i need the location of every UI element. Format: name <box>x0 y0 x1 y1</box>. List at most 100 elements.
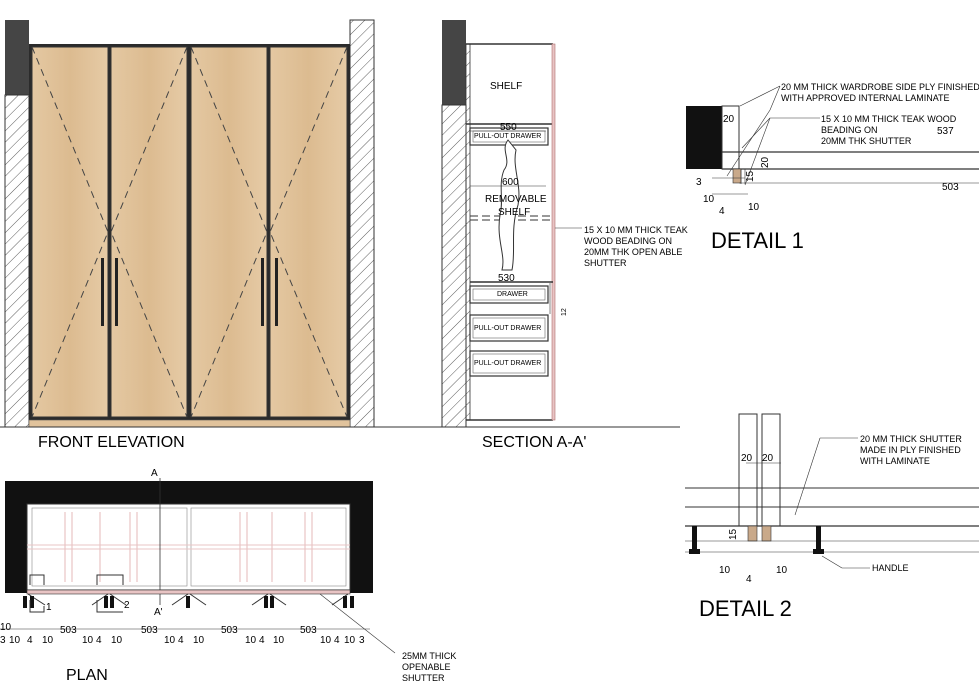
dim-600: 600 <box>502 177 519 188</box>
plan-dim: 10 <box>344 635 356 646</box>
plan-dim: 10 <box>0 622 12 633</box>
detail2-note-a2: MADE IN PLY FINISHED <box>860 445 961 455</box>
detail1-note-b3: 20MM THK SHUTTER <box>821 136 912 146</box>
shelf-label-2: SHELF <box>498 207 530 218</box>
handle <box>115 258 118 326</box>
handle <box>261 258 264 326</box>
pullout-drawer-label-3: PULL-OUT DRAWER <box>474 360 541 367</box>
detail2-dim-20b: 20 <box>762 453 774 464</box>
plan-dim: 10 <box>245 635 257 646</box>
plan-dim: 503 <box>141 625 158 636</box>
detail1-dim-20b: 20 <box>760 156 771 168</box>
handle <box>275 258 278 326</box>
plan-dim: 503 <box>221 625 238 636</box>
detail1-note-a2: WITH APPROVED INTERNAL LAMINATE <box>781 93 950 103</box>
plan-note-1: 25MM THICK <box>402 651 456 661</box>
plan-note-3: SHUTTER <box>402 673 445 683</box>
handle-label: HANDLE <box>872 563 909 573</box>
detail2-dim-15: 15 <box>728 528 739 540</box>
section-wall-cap <box>442 20 466 105</box>
front-elevation <box>4 19 375 428</box>
section-shutter <box>551 43 556 421</box>
detail2-title: DETAIL 2 <box>699 596 792 621</box>
beading-note-4: SHUTTER <box>584 258 627 268</box>
section-a-label: A <box>151 468 158 479</box>
detail2-shutter-right <box>761 413 781 527</box>
shutter-3 <box>190 46 268 418</box>
detail1-dim-10a: 10 <box>703 194 715 205</box>
detail1-wall <box>686 106 722 169</box>
detail1-note-b1: 15 X 10 MM THICK TEAK WOOD <box>821 114 957 124</box>
detail2-dim-20a: 20 <box>741 453 753 464</box>
plan-dim: 4 <box>334 635 340 646</box>
plan-dim: 503 <box>60 625 77 636</box>
detail-2: 20 MM THICK SHUTTER MADE IN PLY FINISHED… <box>685 413 979 585</box>
plan-dimensions: 10 3 10 4 10 503 10 4 10 503 10 4 10 503… <box>0 622 365 646</box>
detail1-note-b2: BEADING ON <box>821 125 878 135</box>
section-a2-label: A' <box>154 607 163 618</box>
right-wall <box>349 19 375 428</box>
plan-title: PLAN <box>66 667 108 684</box>
detail1-title: DETAIL 1 <box>711 228 804 253</box>
plan-dim: 10 <box>82 635 94 646</box>
section-aa: SHELF PULL-OUT DRAWER 550 600 REMOVABLE … <box>441 20 688 428</box>
detail1-dim-4: 4 <box>719 206 725 217</box>
shutter-2 <box>110 46 188 418</box>
shutter-4 <box>269 46 348 418</box>
detail2-dim-10a: 10 <box>719 565 731 576</box>
detail1-dim-537: 537 <box>937 126 954 137</box>
beading-note-3: 20MM THK OPEN ABLE <box>584 247 682 257</box>
plan-dim: 4 <box>178 635 184 646</box>
section-title: SECTION A-A' <box>482 434 586 451</box>
front-elevation-title: FRONT ELEVATION <box>38 434 185 451</box>
pullout-drawer-label-2: PULL-OUT DRAWER <box>474 325 541 332</box>
section-wall <box>441 104 467 428</box>
left-wall-cap <box>5 20 29 95</box>
detail1-beading <box>732 168 742 184</box>
detail2-dim-4: 4 <box>746 574 752 585</box>
detail1-dim-20a: 20 <box>723 114 735 125</box>
handle <box>101 258 104 326</box>
detail1-dim-10b: 10 <box>748 202 760 213</box>
plan-dim: 3 <box>359 635 365 646</box>
detail2-note-a1: 20 MM THICK SHUTTER <box>860 434 962 444</box>
plan-dim: 4 <box>27 635 33 646</box>
plan-dim: 503 <box>300 625 317 636</box>
plan-dim: 10 <box>9 635 21 646</box>
detail1-dim-503: 503 <box>942 182 959 193</box>
handle-icon <box>816 526 821 552</box>
detail2-note-a3: WITH LAMINATE <box>860 456 930 466</box>
detail2-dim-10b: 10 <box>776 565 788 576</box>
plan: A A' 1 2 10 3 10 4 10 <box>0 468 456 683</box>
detail2-beading <box>747 525 758 542</box>
pullout-drawer-label: PULL-OUT DRAWER <box>474 133 541 140</box>
plan-dim: 4 <box>259 635 265 646</box>
plan-carcass <box>26 503 351 591</box>
shelf-label: SHELF <box>490 81 522 92</box>
dim-530: 530 <box>498 273 515 284</box>
drawer-label: DRAWER <box>497 291 528 298</box>
hanging-garment-icon <box>498 139 520 271</box>
left-wall <box>4 94 30 428</box>
detail1-dim-3: 3 <box>696 177 702 188</box>
plan-dim: 10 <box>193 635 205 646</box>
shutter-1 <box>31 46 109 418</box>
detail-1: 20 MM THICK WARDROBE SIDE PLY FINISHED W… <box>686 82 979 217</box>
detail1-note-a1: 20 MM THICK WARDROBE SIDE PLY FINISHED <box>781 82 979 92</box>
beading-note-1: 15 X 10 MM THICK TEAK <box>584 225 688 235</box>
detail2-beading-2 <box>761 525 772 542</box>
removable-label: REMOVABLE <box>485 194 547 205</box>
plan-dim: 10 <box>42 635 54 646</box>
plan-dim: 10 <box>164 635 176 646</box>
dim-550: 550 <box>500 122 517 133</box>
dim-12: 12 <box>561 308 568 316</box>
plan-dim: 10 <box>273 635 285 646</box>
callout-1: 1 <box>46 602 52 613</box>
plan-dim: 10 <box>111 635 123 646</box>
plan-dim: 3 <box>0 635 6 646</box>
handle-icon <box>692 526 697 552</box>
detail2-shutter-left <box>738 413 758 527</box>
plan-dim: 4 <box>96 635 102 646</box>
plan-dim: 10 <box>320 635 332 646</box>
